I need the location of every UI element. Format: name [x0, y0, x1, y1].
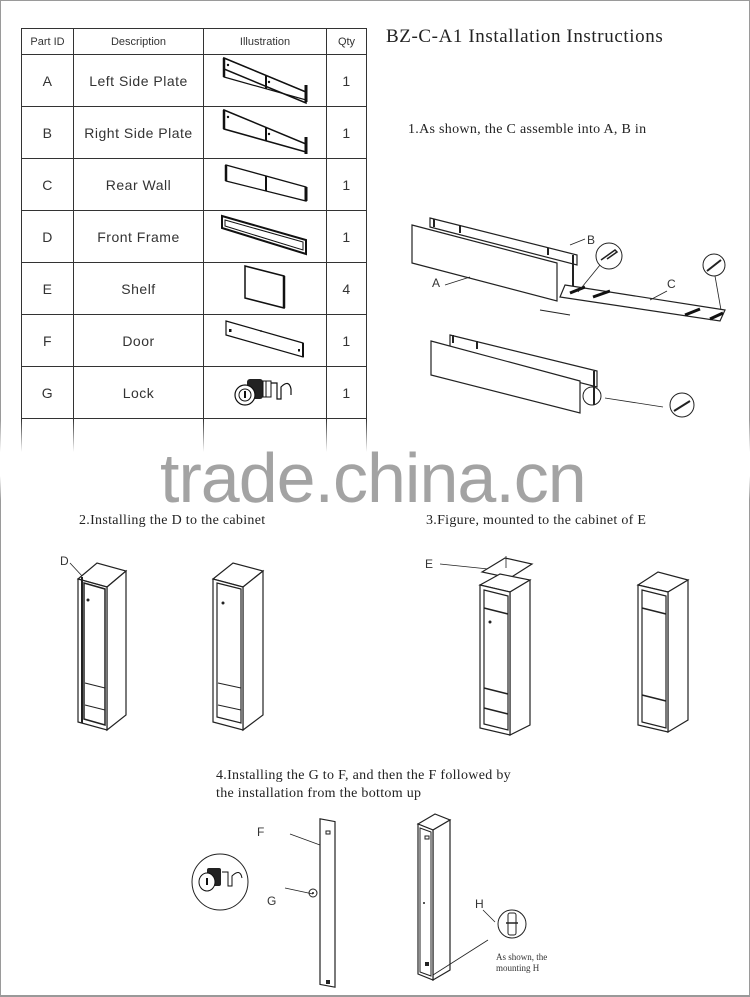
- part-description: Shelf: [73, 262, 204, 315]
- label-h: H: [475, 897, 484, 911]
- side-plate-icon: [222, 108, 308, 154]
- step-1-text: 1.As shown, the C assemble into A, B in: [408, 122, 647, 137]
- part-illustration: [203, 54, 327, 107]
- step-2-text: 2.Installing the D to the cabinet: [79, 513, 266, 528]
- part-id: D: [21, 210, 74, 263]
- part-id: A: [21, 54, 74, 107]
- door-icon: [225, 320, 304, 358]
- step-3-diagram: E: [425, 556, 690, 736]
- document-title: BZ-C-A1 Installation Instructions: [386, 26, 664, 47]
- part-illustration: [203, 106, 327, 159]
- front-frame-icon: [221, 214, 307, 256]
- part-description: Right Side Plate: [73, 106, 204, 159]
- part-illustration: [203, 262, 327, 315]
- table-row: E Shelf 4: [21, 262, 367, 315]
- header-description: Description: [73, 28, 204, 55]
- part-description: Front Frame: [73, 210, 204, 263]
- shelf-icon: [244, 265, 286, 309]
- step-4-diagram: F G H: [191, 813, 527, 988]
- table-row: A Left Side Plate 1: [21, 54, 367, 107]
- label-g: G: [267, 894, 276, 908]
- label-e: E: [425, 557, 433, 571]
- part-illustration: [203, 314, 327, 367]
- label-f: F: [257, 825, 264, 839]
- part-qty: 1: [326, 106, 367, 159]
- part-id: C: [21, 158, 74, 211]
- step-3-text: 3.Figure, mounted to the cabinet of E: [426, 513, 647, 528]
- part-qty: 1: [326, 366, 367, 419]
- part-id: G: [21, 366, 74, 419]
- part-description: Lock: [73, 366, 204, 419]
- part-qty: 1: [326, 158, 367, 211]
- header-qty: Qty: [326, 28, 367, 55]
- table-row: G Lock 1: [21, 366, 367, 419]
- table-row: B Right Side Plate 1: [21, 106, 367, 159]
- part-id: F: [21, 314, 74, 367]
- part-id: B: [21, 106, 74, 159]
- note-h-line2: mounting H: [496, 963, 540, 973]
- part-description: Left Side Plate: [73, 54, 204, 107]
- part-qty: 4: [326, 262, 367, 315]
- watermark: trade.china.cn: [160, 439, 587, 517]
- table-row: C Rear Wall 1: [21, 158, 367, 211]
- step-4-text-line2: the installation from the bottom up: [216, 786, 422, 801]
- label-d: D: [60, 554, 69, 568]
- label-c: C: [667, 277, 676, 291]
- part-illustration: [203, 158, 327, 211]
- lock-icon: [234, 379, 292, 406]
- header-illustration: Illustration: [203, 28, 327, 55]
- header-part-id: Part ID: [21, 28, 74, 55]
- step-2-diagram: D: [60, 554, 265, 732]
- part-qty: 1: [326, 210, 367, 263]
- table-row: D Front Frame 1: [21, 210, 367, 263]
- part-illustration: [203, 210, 327, 263]
- side-plate-icon: [222, 56, 308, 105]
- part-qty: 1: [326, 54, 367, 107]
- note-h-line1: As shown, the: [496, 952, 548, 962]
- watermark-fade: [0, 420, 750, 500]
- table-row: F Door 1: [21, 314, 367, 367]
- part-description: Rear Wall: [73, 158, 204, 211]
- part-id: E: [21, 262, 74, 315]
- step-4-text-line1: 4.Installing the G to F, and then the F …: [216, 768, 511, 783]
- rear-wall-icon: [224, 164, 308, 202]
- part-illustration: [203, 366, 327, 419]
- step-1-diagram: A B C: [411, 217, 726, 418]
- label-a: A: [432, 276, 440, 290]
- table-header-row: Part ID Description Illustration Qty: [21, 28, 367, 55]
- parts-table: Part ID Description Illustration Qty A L…: [21, 28, 367, 470]
- part-description: Door: [73, 314, 204, 367]
- part-qty: 1: [326, 314, 367, 367]
- label-b: B: [587, 233, 595, 247]
